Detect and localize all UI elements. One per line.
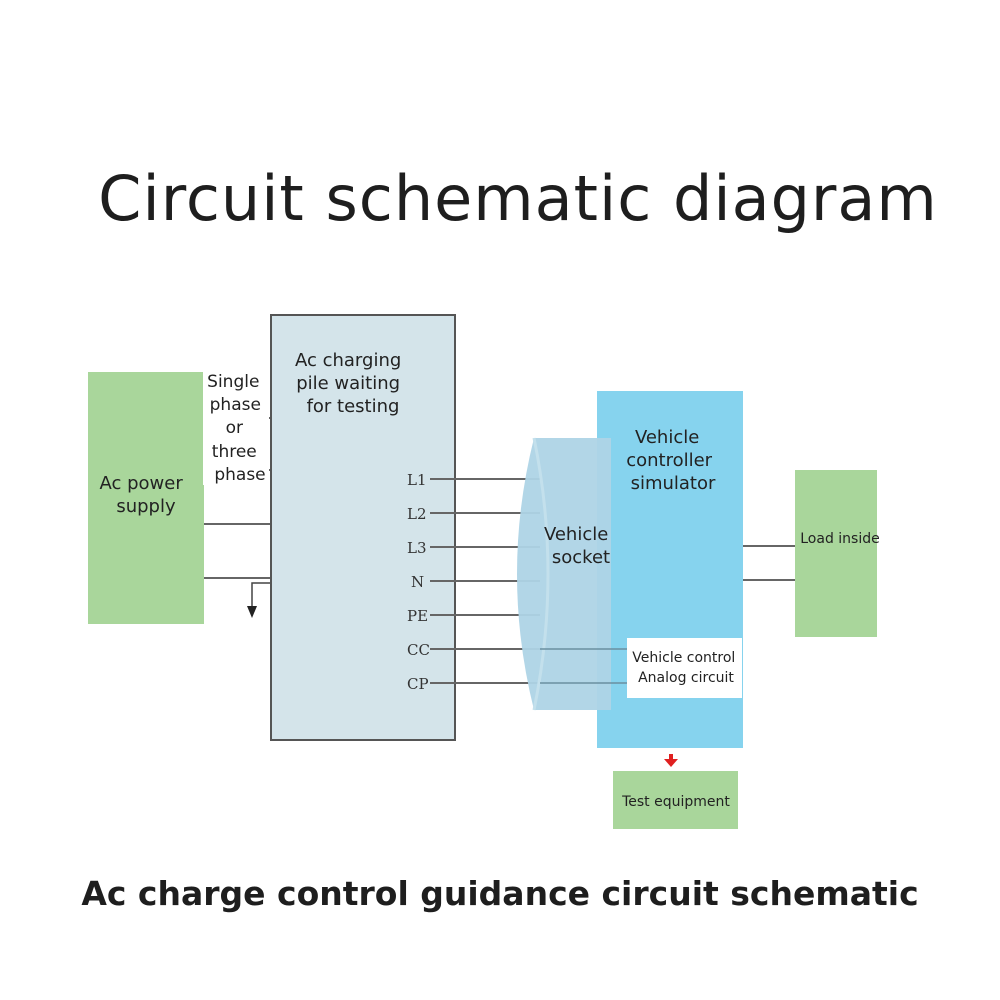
ground-icon [247,582,272,618]
phase-note-label: Single phase or three phase [207,372,266,485]
pin-label-cc: CC [407,641,430,659]
diagram-caption: Ac charge control guidance circuit schem… [81,874,919,913]
pin-label-cp: CP [407,675,429,693]
test-equipment-block [613,771,738,829]
down-arrow-icon [664,754,678,767]
charging-pile-block [270,314,456,741]
pin-label-l1: L1 [407,471,427,489]
vehicle-socket-block [517,438,611,710]
pin-label-l3: L3 [407,539,427,557]
pin-labels: L1 L2 L3 N PE CC CP [407,471,430,693]
test-equipment-label: Test equipment [621,794,730,810]
pin-label-n: N [411,573,424,591]
load-lines [743,545,796,581]
pin-label-l2: L2 [407,505,427,523]
charging-pile-label: Ac charging pile waiting for testing [295,350,407,417]
pin-label-pe: PE [407,607,428,625]
ac-power-supply-block [88,372,204,624]
vehicle-socket-label: Vehicle socket [544,524,614,568]
load-label: Load inside [800,531,879,547]
analog-circuit-label: Vehicle control Analog circuit [632,650,740,686]
vehicle-controller-label: Vehicle controller simulator [626,427,718,494]
page-title: Circuit schematic diagram [98,162,938,235]
analog-circuit-block [627,638,742,698]
load-block [795,470,877,637]
ac-power-supply-label: Ac power supply [100,473,189,517]
